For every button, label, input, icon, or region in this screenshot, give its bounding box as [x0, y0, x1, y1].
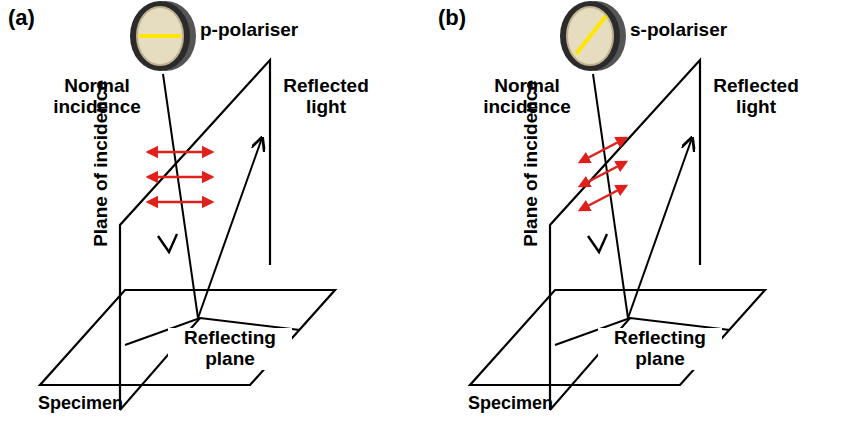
specimen-label: Specimen	[468, 394, 553, 414]
panel-letter: (a)	[8, 6, 35, 30]
reflected-label: Reflected light	[280, 76, 372, 118]
reflecting-plane-label: Reflecting plane	[168, 328, 292, 370]
plane-label: Plane of incidence	[91, 80, 112, 247]
polariser-label: s-polariser	[630, 20, 727, 41]
panel-a-illustration	[40, 1, 335, 410]
specimen-label: Specimen	[38, 394, 123, 414]
plane-label: Plane of incidence	[521, 80, 542, 247]
reflecting-plane-label: Reflecting plane	[598, 328, 722, 370]
panel-b-illustration	[470, 1, 765, 410]
polariser-label: p-polariser	[200, 20, 298, 41]
reflected-label: Reflected light	[710, 76, 802, 118]
panel-letter: (b)	[438, 6, 466, 30]
